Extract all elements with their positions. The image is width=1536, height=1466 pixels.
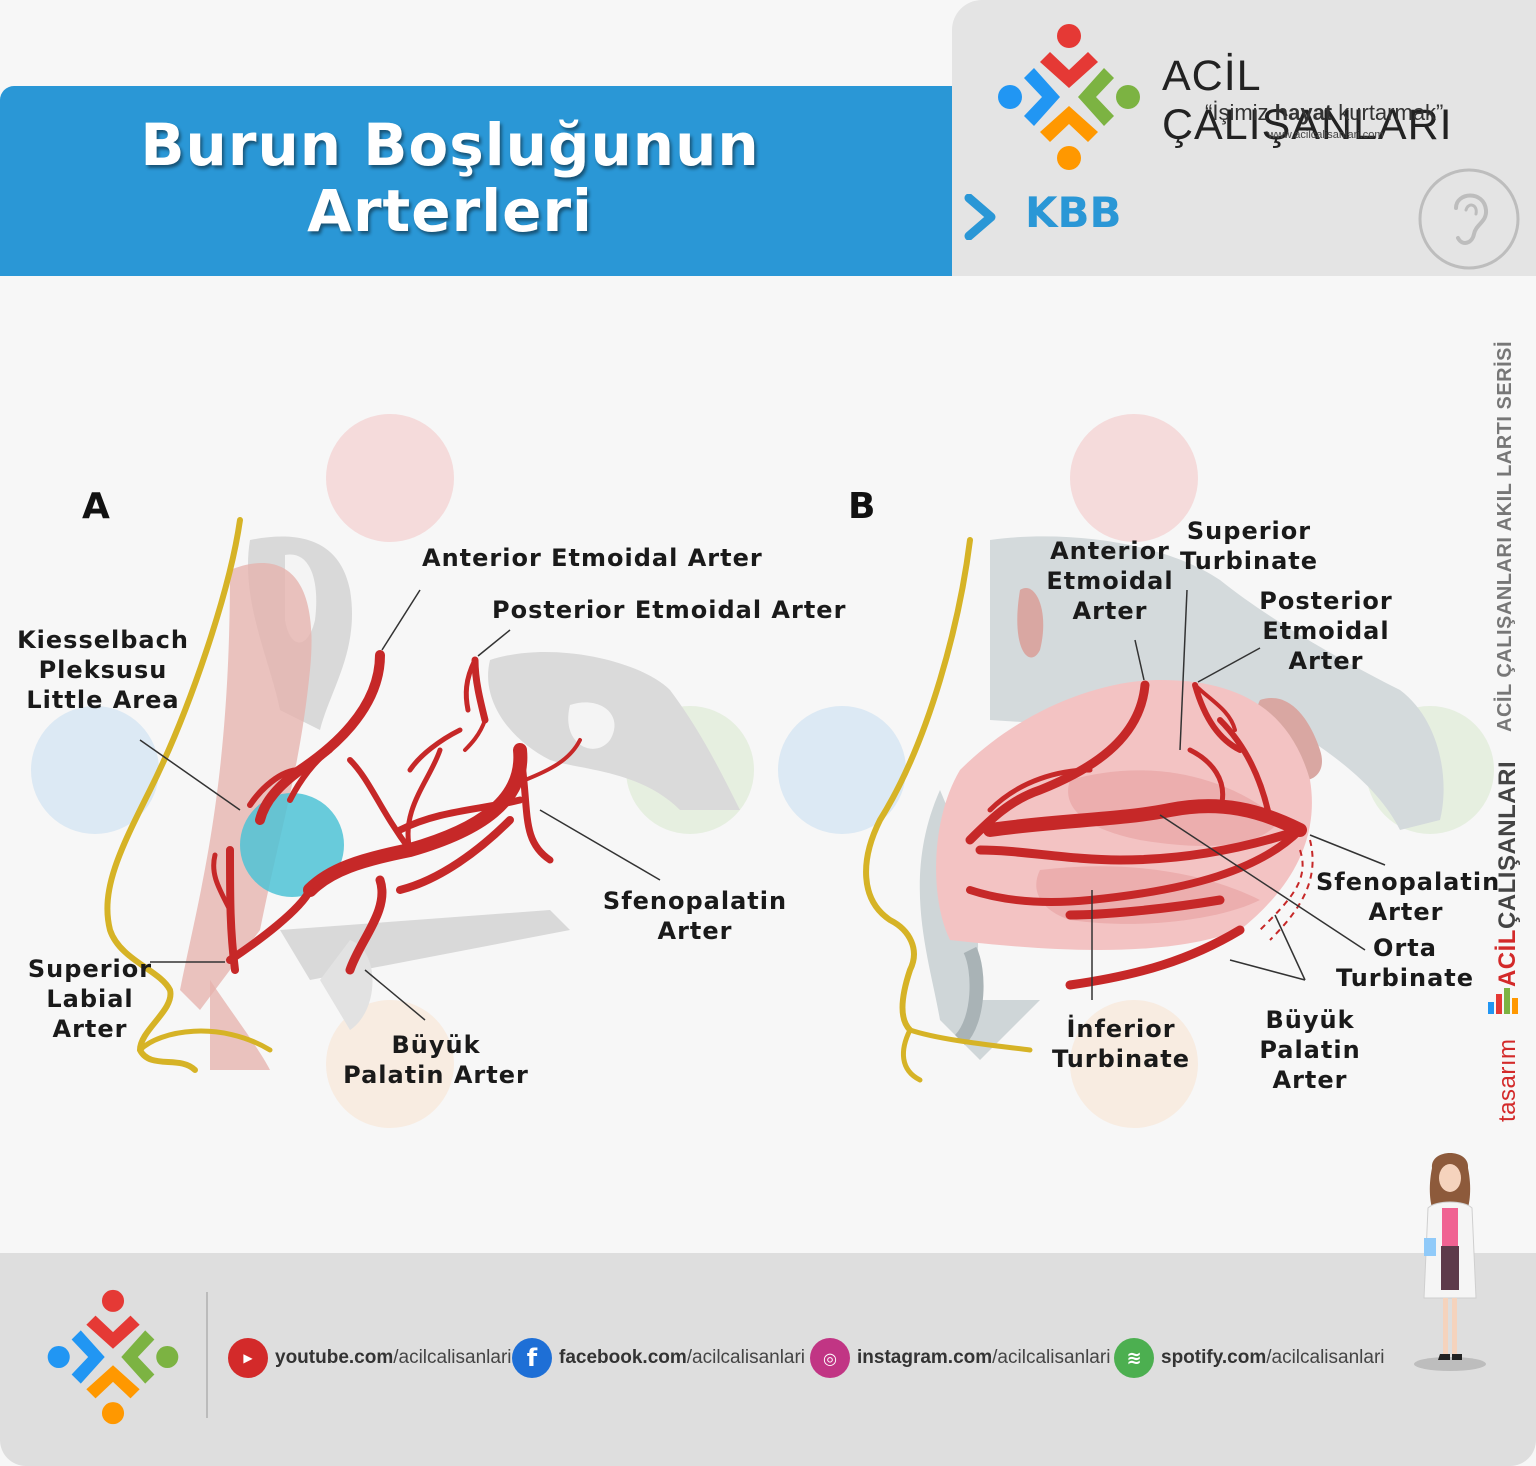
label-b-orta-turbinate: Orta Turbinate	[1332, 933, 1478, 993]
ear-icon	[1418, 168, 1520, 270]
label-b-inferior-turbinate-l2: Turbinate	[1051, 1045, 1191, 1073]
panel-a-letter: A	[82, 486, 110, 527]
instagram-path: /acilcalisanlari	[992, 1347, 1111, 1368]
footer-logo-icon	[47, 1289, 179, 1425]
label-b-posterior-etmoidal: Posterior Etmoidal Arter	[1256, 586, 1396, 676]
label-a-buyuk-palatin-l2: Palatin Arter	[343, 1061, 529, 1089]
label-b-orta-turbinate-l2: Turbinate	[1335, 964, 1475, 992]
footer-link-spotify[interactable]: ≋ spotify.com/acilcalisanlari	[1114, 1338, 1385, 1378]
page-title-line1: Burun Boşluğunun	[140, 111, 760, 179]
title-band	[0, 86, 952, 276]
instagram-domain: instagram.com	[857, 1347, 993, 1368]
label-a-superior-labial-l2: Labial	[46, 985, 134, 1013]
spotify-icon: ≋	[1114, 1338, 1154, 1378]
brand-logo-icon	[998, 24, 1140, 170]
instagram-icon: ◎	[810, 1338, 850, 1378]
label-a-anterior-etmoidal: Anterior Etmoidal Arter	[422, 544, 763, 572]
footer-divider	[206, 1292, 208, 1418]
youtube-domain: youtube.com	[275, 1347, 394, 1368]
doctor-illustration-icon	[1414, 1153, 1486, 1371]
youtube-path: /acilcalisanlari	[393, 1347, 512, 1368]
diagram-a-lateral-wall	[104, 517, 740, 1073]
label-b-anterior-etmoidal-l3: Arter	[1072, 597, 1148, 625]
label-b-anterior-etmoidal-l1: Anterior	[1050, 537, 1170, 565]
label-b-anterior-etmoidal-l2: Etmoidal	[1046, 567, 1174, 595]
brand-url[interactable]: www.acilcalisanlari.com	[1268, 129, 1384, 141]
category-label: KBB	[1025, 188, 1122, 237]
label-a-kiesselbach-l3: Little Area	[26, 686, 180, 714]
label-a-sfenopalatin: Sfenopalatin Arter	[600, 886, 790, 946]
facebook-domain: facebook.com	[559, 1347, 687, 1368]
design-prefix: tasarım	[1494, 1038, 1521, 1122]
label-b-inferior-turbinate: İnferior Turbinate	[1046, 1014, 1196, 1074]
label-b-posterior-etmoidal-l3: Arter	[1288, 647, 1364, 675]
label-a-superior-labial-l1: Superior	[27, 955, 153, 983]
label-a-kiesselbach-l2: Pleksusu	[38, 656, 168, 684]
label-b-superior-turbinate-l1: Superior	[1186, 517, 1312, 545]
slogan-bold: hayat	[1274, 100, 1333, 125]
brand-slogan: “İşimiz hayat kurtarmak”	[1205, 100, 1443, 126]
design-logo-icon	[1488, 988, 1518, 1014]
label-a-kiesselbach-l1: Kiesselbach	[17, 626, 189, 654]
slogan-open: “İşimiz	[1205, 100, 1275, 125]
brand-name: ACİL ÇALIŞANLARI	[1162, 52, 1453, 149]
label-a-superior-labial: Superior Labial Arter	[20, 954, 160, 1044]
label-a-posterior-etmoidal: Posterior Etmoidal Arter	[492, 596, 847, 624]
label-b-sfenopalatin-l1: Sfenopalatin	[1316, 868, 1501, 896]
page-title: Burun Boşluğunun Arterleri	[0, 112, 900, 244]
label-b-anterior-etmoidal: Anterior Etmoidal Arter	[1040, 536, 1180, 626]
label-b-buyuk-palatin-l1: Büyük	[1265, 1006, 1355, 1034]
label-a-kiesselbach: Kiesselbach Pleksusu Little Area	[10, 625, 196, 715]
label-b-inferior-turbinate-l1: İnferior	[1066, 1015, 1176, 1043]
label-b-buyuk-palatin: Büyük Palatin Arter	[1250, 1005, 1370, 1095]
design-acil: ACİL	[1494, 929, 1521, 988]
label-b-buyuk-palatin-l3: Arter	[1272, 1066, 1348, 1094]
label-b-sfenopalatin: Sfenopalatin Arter	[1316, 867, 1501, 927]
label-a-sfenopalatin-l2: Arter	[657, 917, 733, 945]
label-a-buyuk-palatin-l1: Büyük	[391, 1031, 481, 1059]
facebook-icon: f	[512, 1338, 552, 1378]
label-b-buyuk-palatin-l2: Palatin	[1259, 1036, 1361, 1064]
facebook-path: /acilcalisanlari	[686, 1347, 806, 1368]
slogan-close: kurtarmak”	[1332, 100, 1444, 125]
label-b-superior-turbinate: Superior Turbinate	[1176, 516, 1322, 576]
label-a-sfenopalatin-l1: Sfenopalatin	[602, 887, 788, 915]
label-a-superior-labial-l3: Arter	[52, 1015, 128, 1043]
series-vertical-text: ACİL ÇALIŞANLARI AKIL LARTI SERİSİ	[1494, 340, 1516, 732]
chevron-right-icon	[964, 194, 996, 240]
footer-link-instagram[interactable]: ◎ instagram.com/acilcalisanlari	[810, 1338, 1110, 1378]
design-calisanlari: ÇALIŞANLARI	[1494, 760, 1521, 930]
footer-link-youtube[interactable]: ▶ youtube.com/acilcalisanlari	[228, 1338, 512, 1378]
label-b-superior-turbinate-l2: Turbinate	[1179, 547, 1319, 575]
spotify-domain: spotify.com	[1161, 1347, 1267, 1368]
label-a-buyuk-palatin: Büyük Palatin Arter	[336, 1030, 536, 1090]
design-credit: tasarım ACİLÇALIŞANLARI	[1494, 761, 1522, 1122]
label-b-orta-turbinate-l1: Orta	[1373, 934, 1437, 962]
label-b-posterior-etmoidal-l1: Posterior	[1259, 587, 1393, 615]
label-b-posterior-etmoidal-l2: Etmoidal	[1262, 617, 1390, 645]
footer-link-facebook[interactable]: f facebook.com/acilcalisanlari	[512, 1338, 805, 1378]
youtube-icon: ▶	[228, 1338, 268, 1378]
background-logo-watermark	[31, 414, 1494, 1128]
label-b-sfenopalatin-l2: Arter	[1368, 898, 1444, 926]
diagram-b-turbinates	[863, 536, 1444, 1083]
panel-b-letter: B	[848, 486, 876, 527]
page-title-line2: Arterleri	[307, 177, 593, 245]
spotify-path: /acilcalisanlari	[1266, 1347, 1385, 1368]
